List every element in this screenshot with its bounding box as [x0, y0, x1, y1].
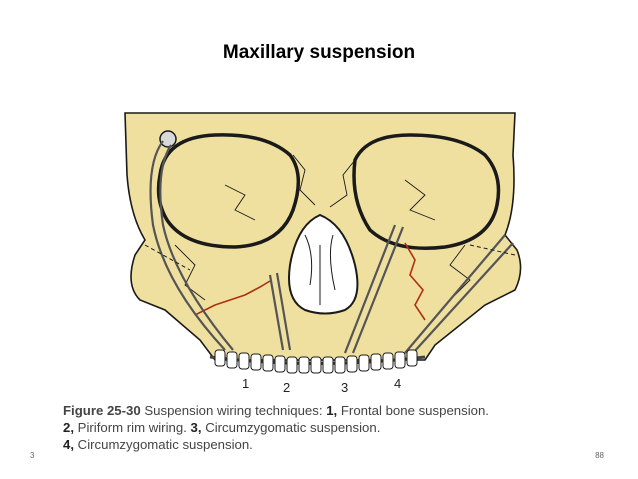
- wire-label-1: 1: [242, 376, 249, 391]
- figure-caption: Figure 25-30 Suspension wiring technique…: [63, 402, 583, 453]
- wire-4: [404, 234, 514, 354]
- wire-3: [343, 224, 405, 354]
- nasal-aperture: [288, 213, 359, 315]
- wire-1: [149, 140, 234, 351]
- upper-teeth: [214, 349, 418, 374]
- caption-item-1-text: Frontal bone suspension.: [340, 403, 489, 418]
- wire-label-4: 4: [394, 376, 401, 391]
- fracture-line-right: [404, 242, 426, 321]
- caption-intro: Suspension wiring techniques:: [144, 403, 323, 418]
- wire-label-2: 2: [283, 380, 290, 395]
- right-orbit: [352, 133, 501, 250]
- caption-item-2-num: 2,: [63, 420, 74, 435]
- caption-item-1-num: 1,: [326, 403, 338, 418]
- caption-item-3-num: 3,: [190, 420, 202, 435]
- left-orbit: [156, 133, 300, 249]
- slide-title: Maxillary suspension: [222, 42, 416, 63]
- fracture-line-left: [194, 280, 271, 316]
- skull-wiring-diagram: 1 2 3 4: [124, 112, 522, 395]
- skull-illustration: 1 2 3 4: [105, 95, 535, 395]
- wire-label-3: 3: [341, 380, 348, 395]
- figure-number: Figure 25-30: [63, 403, 141, 418]
- wire-2: [268, 272, 292, 351]
- caption-line-1: Figure 25-30 Suspension wiring technique…: [63, 402, 583, 419]
- footer-left: 3: [30, 451, 35, 460]
- caption-line-3: 4, Circumzygomatic suspension.: [63, 436, 583, 453]
- page-number: 88: [595, 451, 604, 460]
- caption-line-2: 2, Piriform rim wiring. 3, Circumzygomat…: [63, 419, 583, 436]
- caption-item-4-num: 4,: [63, 437, 74, 452]
- frontal-screw: [159, 130, 177, 148]
- caption-item-4-text: Circumzygomatic suspension.: [77, 437, 253, 452]
- caption-item-3-text: Circumzygomatic suspension.: [205, 420, 381, 435]
- caption-item-2-text: Piriform rim wiring.: [77, 420, 187, 435]
